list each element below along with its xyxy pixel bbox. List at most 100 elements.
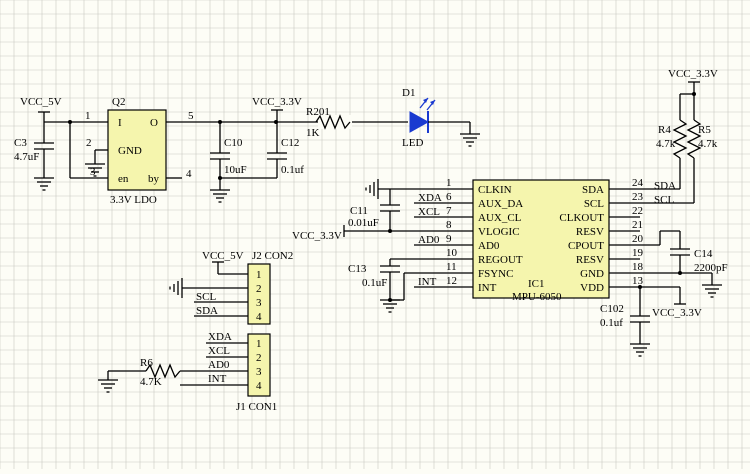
r5-resistor-icon (686, 119, 702, 159)
svg-text:J1 CON1: J1 CON1 (236, 401, 277, 413)
ic1-pin-number: 1 (446, 177, 452, 189)
svg-text:R4: R4 (658, 124, 671, 136)
ic1-pin-name: REGOUT (478, 254, 523, 266)
q2-regulator-box (107, 109, 167, 191)
ic1-pin-name: INT (478, 282, 497, 294)
ground-icon (630, 343, 650, 357)
vcc33-bottom-label: VCC_3.3V (652, 307, 702, 319)
svg-text:0.1uf: 0.1uf (281, 164, 304, 176)
svg-text:5: 5 (188, 110, 194, 122)
svg-text:SCL: SCL (196, 291, 216, 303)
svg-text:J2 CON2: J2 CON2 (252, 250, 293, 262)
c102-capacitor-icon (630, 315, 650, 323)
svg-text:INT: INT (418, 276, 437, 288)
ic1-section: IC1 MPU-6050 1CLKIN6AUX_DA7AUX_CL8VLOGIC… (292, 68, 728, 357)
svg-text:LED: LED (402, 137, 423, 149)
ic1-pin-name: AD0 (478, 240, 500, 252)
svg-text:4.7k: 4.7k (656, 138, 676, 150)
ic1-pin-name: VDD (580, 282, 604, 294)
ic1-pin-number: 9 (446, 233, 452, 245)
svg-text:SDA: SDA (654, 180, 676, 192)
svg-text:2: 2 (86, 137, 92, 149)
ic1-pin-number: 19 (632, 247, 644, 259)
r201-resistor-icon (315, 114, 351, 130)
connector-pin-number: 1 (256, 338, 262, 350)
ic1-pin-number: 6 (446, 191, 452, 203)
ic1-pin-name: CPOUT (568, 240, 604, 252)
svg-text:C14: C14 (694, 248, 713, 260)
svg-text:XCL: XCL (208, 345, 230, 357)
c13-capacitor-icon (380, 265, 400, 273)
ic1-pin-number: 12 (446, 275, 457, 287)
svg-text:1K: 1K (306, 127, 320, 139)
led-section: R201 1K D1 LED (306, 87, 480, 149)
ic1-pin-number: 21 (632, 219, 643, 231)
svg-text:C10: C10 (224, 137, 243, 149)
q2-section: VCC_5V 1 3 C3 4.7uF Q2 I O GND en by 3.3… (14, 96, 408, 206)
vcc5-q2-label: VCC_5V (20, 96, 62, 108)
ground-icon (98, 379, 118, 393)
connector-pin-number: 3 (256, 366, 262, 378)
svg-text:4.7uF: 4.7uF (14, 151, 39, 163)
svg-text:2200pF: 2200pF (694, 262, 728, 274)
ic1-left-pins: 1CLKIN6AUX_DA7AUX_CL8VLOGIC9AD010REGOUT1… (440, 177, 523, 294)
svg-text:0.1uF: 0.1uF (362, 277, 387, 289)
ground-icon (365, 179, 379, 199)
vcc33-left-label: VCC_3.3V (292, 230, 342, 242)
svg-text:by: by (148, 173, 160, 185)
ground-icon (85, 163, 105, 177)
svg-text:C11: C11 (350, 205, 368, 217)
svg-text:MPU-6050: MPU-6050 (512, 291, 562, 303)
svg-text:0.1uf: 0.1uf (600, 317, 623, 329)
vcc33-top-label: VCC_3.3V (252, 96, 302, 108)
ic1-pin-number: 22 (632, 205, 643, 217)
svg-text:O: O (150, 117, 158, 129)
j2-connector (247, 263, 271, 325)
vcc5-j2-label: VCC_5V (202, 250, 244, 262)
ic1-pin-name: AUX_CL (478, 212, 522, 224)
ground-icon (460, 133, 480, 147)
c3-capacitor-icon (34, 142, 54, 150)
ic1-pin-name: CLKIN (478, 184, 512, 196)
ic1-pin-name: FSYNC (478, 268, 513, 280)
ic1-pin-number: 11 (446, 261, 457, 273)
svg-text:4: 4 (186, 168, 192, 180)
ic1-pin-number: 23 (632, 191, 644, 203)
svg-text:INT: INT (208, 373, 227, 385)
ic1-pin-number: 13 (632, 275, 644, 287)
ic1-pin-name: SCL (584, 198, 604, 210)
connector-pin-number: 3 (256, 297, 262, 309)
ic1-box (472, 179, 610, 299)
ic1-pin-name: SDA (582, 184, 604, 196)
svg-text:XDA: XDA (208, 331, 232, 343)
ic1-pin-number: 24 (632, 177, 644, 189)
vcc33-right-label: VCC_3.3V (668, 68, 718, 80)
svg-text:4.7k: 4.7k (698, 138, 718, 150)
svg-text:I: I (118, 117, 122, 129)
ic1-pin-number: 18 (632, 261, 644, 273)
svg-text:C12: C12 (281, 137, 299, 149)
ic1-pin-number: 10 (446, 247, 458, 259)
svg-text:R5: R5 (698, 124, 711, 136)
connector-pin-number: 2 (256, 352, 262, 364)
svg-text:C3: C3 (14, 137, 27, 149)
connector-pin-number: 1 (256, 269, 262, 281)
svg-text:10uF: 10uF (224, 164, 247, 176)
svg-text:GND: GND (118, 145, 142, 157)
svg-text:SDA: SDA (196, 305, 218, 317)
connector-pin-number: 4 (256, 380, 262, 392)
svg-text:XDA: XDA (418, 192, 442, 204)
ic1-pin-number: 8 (446, 219, 452, 231)
svg-text:Q2: Q2 (112, 96, 125, 108)
ic1-pin-name: CLKOUT (559, 212, 604, 224)
ground-icon (702, 284, 722, 298)
svg-text:XCL: XCL (418, 206, 440, 218)
ic1-right-pins: 24SDA23SCL22CLKOUT21RESV20CPOUT19RESV18G… (559, 177, 643, 294)
led-icon (409, 97, 436, 133)
svg-text:C13: C13 (348, 263, 367, 275)
svg-text:D1: D1 (402, 87, 415, 99)
